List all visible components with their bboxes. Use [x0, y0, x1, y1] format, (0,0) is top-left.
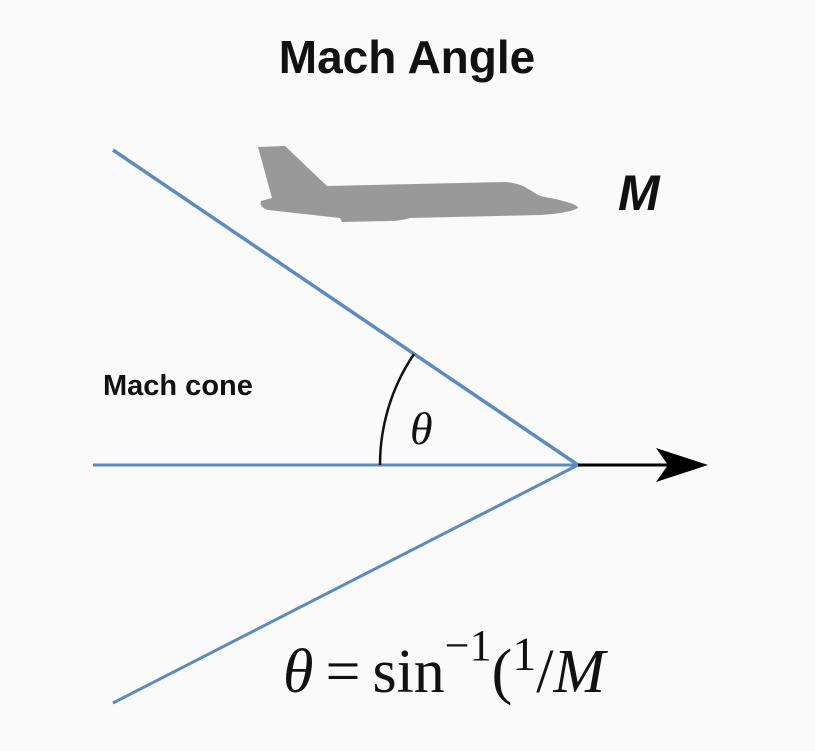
angle-arc — [378, 353, 416, 466]
formula-numerator: 1 — [512, 628, 536, 681]
mach-angle-formula: θ=sin−1(1/M — [283, 621, 609, 706]
formula-slash: / — [536, 638, 554, 706]
mach-cone-lower-line — [112, 463, 579, 705]
formula-exponent: −1 — [445, 621, 492, 670]
mach-cone-label: Mach cone — [103, 370, 253, 402]
formula-equals: = — [325, 638, 360, 706]
aircraft-icon — [258, 146, 578, 222]
formula-func: sin — [372, 638, 444, 706]
svg-text:θ=sin−1(1/M: θ=sin−1(1/M — [283, 621, 609, 706]
formula-open-paren: ( — [492, 638, 513, 706]
diagram-title: Mach Angle — [279, 31, 535, 83]
angle-theta-label: θ — [410, 403, 433, 454]
arrowhead-icon — [656, 448, 708, 482]
formula-denominator: M — [553, 638, 609, 706]
formula-lhs: θ — [283, 638, 313, 706]
mach-number-label: M — [618, 165, 661, 221]
mach-cone-upper-line — [112, 148, 579, 467]
